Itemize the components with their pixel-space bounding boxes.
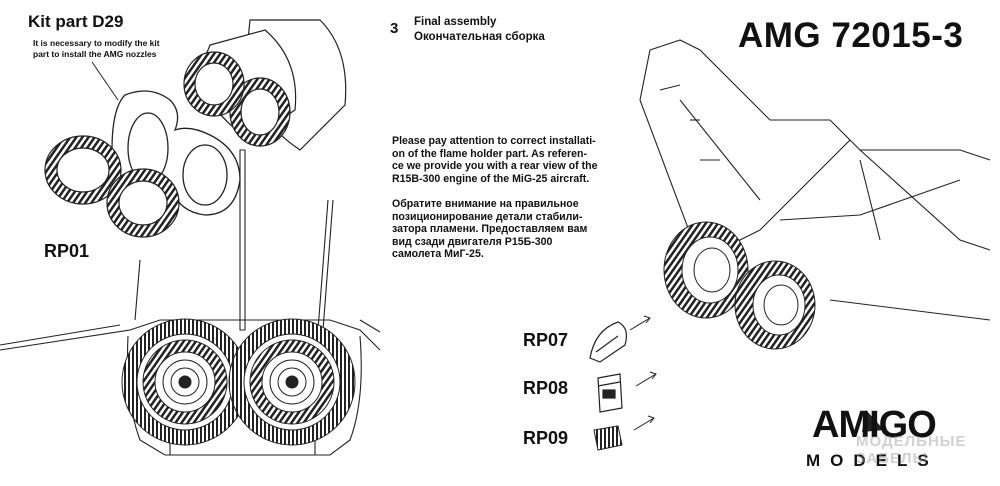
part-label-rp08: RP08 [523,378,569,398]
instruction-ru-line: Обратите внимание на правильное [392,198,579,210]
part-arrows [629,315,657,431]
rp08-part [597,373,623,413]
instruction-en-line: on of the flame holder part. As referen- [392,147,588,160]
kit-part-title: Kit part D29 [28,12,124,31]
kit-part-d29-tubes [183,19,347,151]
instruction-en-line: Please pay attention to correct installa… [392,135,596,147]
brand-subtitle: MODELS [806,451,939,470]
part-label-rp01: RP01 [44,241,90,261]
kit-note-line-1: It is necessary to modify the kit [33,38,160,48]
instruction-ru-line: вид сзади двигателя Р15Б-300 [392,235,553,248]
side-nozzle-lower [734,260,816,350]
engine-nozzle-left [121,318,249,446]
part-label-rp07: RP07 [523,330,569,350]
instruction-en-line: R15B-300 engine of the MiG-25 aircraft. [392,172,590,185]
rp09-part [593,425,623,451]
step-number: 3 [390,20,399,37]
rp01-nozzle-rings [44,135,180,238]
instruction-ru-line: затора пламени. Предоставляем вам [392,223,588,236]
step-title: Final assembly Окончательная сборка [414,15,545,45]
rp07-part [589,321,628,363]
logo-mark [862,410,884,432]
instruction-ru-line: позиционирование детали стабили- [392,210,583,223]
kit-part-note: It is necessary to modify the kit part t… [33,38,163,60]
product-code: AMG 72015-3 [738,16,964,55]
part-label-rp09: RP09 [523,428,569,448]
step-title-ru: Окончательная сборка [414,31,545,43]
engine-nozzle-right [228,318,356,446]
kit-note-line-2: part to install the AMG nozzles [33,49,157,59]
instructions-ru: Обратите внимание на правильное позицион… [392,198,612,261]
side-nozzle-upper [663,221,749,319]
instruction-ru-line: самолета МиГ-25. [392,248,484,261]
step-title-en: Final assembly [414,16,497,28]
aircraft-tail-side-view [639,39,991,321]
watermark: МОДЕЛЬНЫЕ ЗАБЕЛЫ [856,433,967,467]
instructions-en: Please pay attention to correct installa… [392,135,612,185]
leader-line [91,61,119,101]
brand-logo-text: AMIGO [812,404,937,446]
instruction-en-line: ce we provide you with a rear view of th… [392,160,598,173]
